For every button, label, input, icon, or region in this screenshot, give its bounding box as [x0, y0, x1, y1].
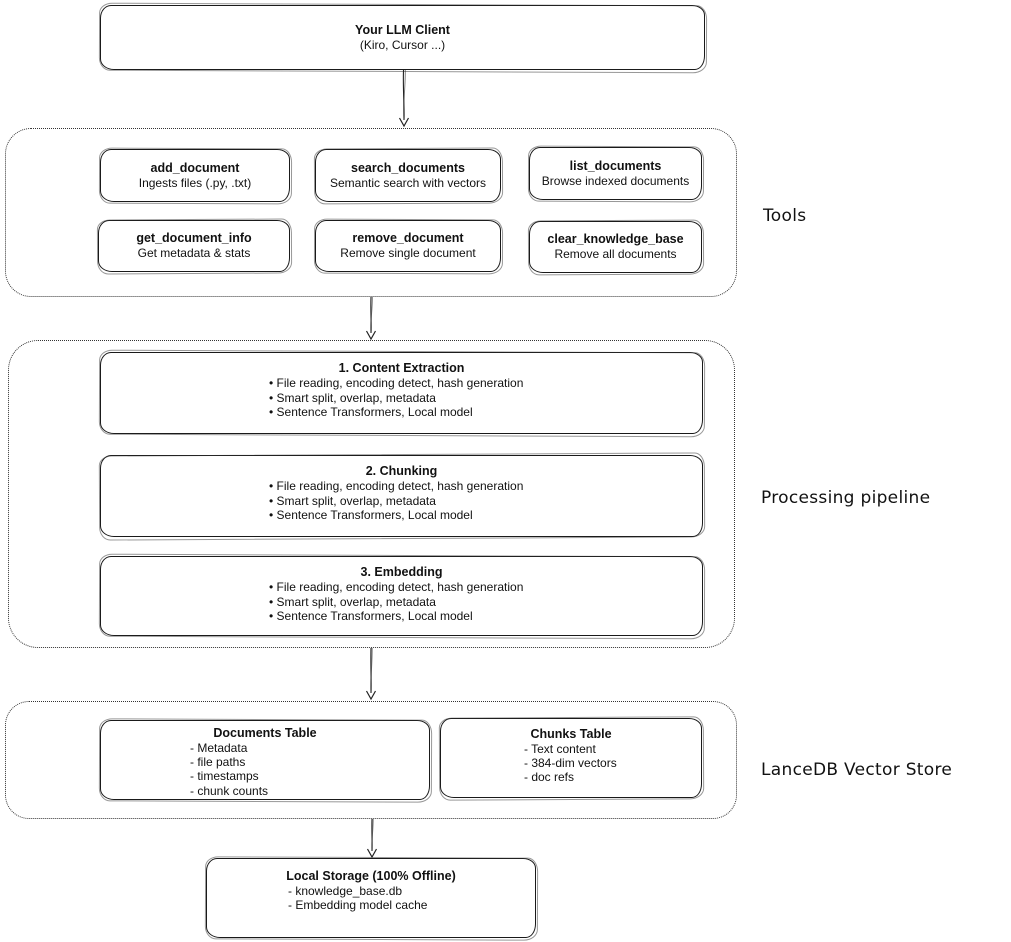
tool-get-document-info: get_document_info Get metadata & stats [98, 220, 290, 272]
stage-bullet: • File reading, encoding detect, hash ge… [269, 376, 524, 390]
llm-client-subtitle: (Kiro, Cursor ...) [359, 37, 446, 52]
storage-items: - knowledge_base.db - Embedding model ca… [207, 884, 535, 912]
tool-desc: Ingests files (.py, .txt) [138, 175, 252, 190]
table-item: - Metadata [190, 741, 248, 755]
table-node-documents: Documents Table - Metadata - file paths … [100, 720, 430, 800]
table-item: - 384-dim vectors [524, 756, 617, 771]
tool-desc: Get metadata & stats [137, 246, 251, 260]
table-item: - timestamps [190, 769, 259, 784]
container-tools [5, 128, 737, 297]
stage-title: 2. Chunking [365, 464, 438, 478]
table-title: Chunks Table [530, 727, 612, 741]
tool-desc: Browse indexed documents [541, 173, 690, 188]
table-item: - chunk counts [190, 783, 269, 798]
stage-bullet: • Smart split, overlap, metadata [269, 493, 436, 508]
llm-client-title: Your LLM Client [355, 22, 450, 37]
tool-name: get_document_info [136, 231, 252, 245]
table-title: Documents Table [213, 726, 317, 740]
stage-bullet: • Sentence Transformers, Local model [269, 405, 473, 420]
node-llm-client: Your LLM Client (Kiro, Cursor ...) [100, 5, 705, 70]
storage-item: - Embedding model cache [288, 898, 428, 913]
node-local-storage: Local Storage (100% Offline) - knowledge… [206, 858, 536, 938]
storage-title: Local Storage (100% Offline) [286, 869, 456, 883]
pipeline-label: Processing pipeline [761, 488, 931, 508]
stage-title: 1. Content Extraction [338, 361, 465, 375]
stage-bullet: • File reading, encoding detect, hash ge… [269, 580, 524, 594]
arrow-tools-to-pipeline [365, 296, 377, 341]
stage-bullet: • Sentence Transformers, Local model [269, 609, 473, 624]
stage-bullet: • Smart split, overlap, metadata [269, 594, 436, 609]
table-item: - doc refs [524, 770, 575, 785]
table-node-chunks: Chunks Table - Text content - 384-dim ve… [440, 718, 702, 798]
stage-embedding: 3. Embedding • File reading, encoding de… [100, 556, 703, 636]
table-item: - file paths [190, 755, 246, 770]
tool-add-document: add_document Ingests files (.py, .txt) [100, 149, 290, 202]
table-items: - Metadata - file paths - timestamps - c… [101, 741, 429, 798]
arrow-pipeline-to-lancedb [365, 647, 377, 701]
tool-name: remove_document [352, 231, 464, 245]
storage-item: - knowledge_base.db [288, 884, 403, 898]
arrow-lancedb-to-storage [366, 818, 378, 859]
tool-name: clear_knowledge_base [547, 232, 684, 246]
container-lancedb [5, 701, 737, 819]
stage-bullets: • File reading, encoding detect, hash ge… [101, 376, 702, 420]
tool-name: list_documents [569, 158, 662, 173]
tool-desc: Remove all documents [554, 247, 677, 261]
tool-remove-document: remove_document Remove single document [315, 220, 501, 272]
tool-desc: Remove single document [340, 246, 476, 260]
stage-title: 3. Embedding [360, 565, 443, 579]
tools-label: Tools [763, 206, 807, 226]
tool-clear-knowledge-base: clear_knowledge_base Remove all document… [529, 221, 702, 273]
stage-bullets: • File reading, encoding detect, hash ge… [101, 479, 702, 523]
container-pipeline [8, 340, 735, 648]
stage-chunking: 2. Chunking • File reading, encoding det… [100, 455, 703, 537]
stage-bullet: • Smart split, overlap, metadata [269, 390, 436, 405]
stage-content-extraction: 1. Content Extraction • File reading, en… [100, 352, 703, 434]
table-item: - Text content [524, 742, 596, 756]
table-items: - Text content - 384-dim vectors - doc r… [441, 742, 701, 785]
stage-bullet: • Sentence Transformers, Local model [269, 508, 473, 523]
tool-list-documents: list_documents Browse indexed documents [529, 147, 702, 200]
tool-desc: Semantic search with vectors [329, 175, 487, 190]
tool-name: add_document [150, 160, 240, 175]
arrow-client-to-tools [398, 69, 410, 128]
stage-bullet: • File reading, encoding detect, hash ge… [269, 479, 524, 493]
lancedb-label: LanceDB Vector Store [761, 760, 953, 780]
tool-name: search_documents [351, 160, 465, 175]
tool-search-documents: search_documents Semantic search with ve… [315, 149, 501, 202]
stage-bullets: • File reading, encoding detect, hash ge… [101, 580, 702, 624]
